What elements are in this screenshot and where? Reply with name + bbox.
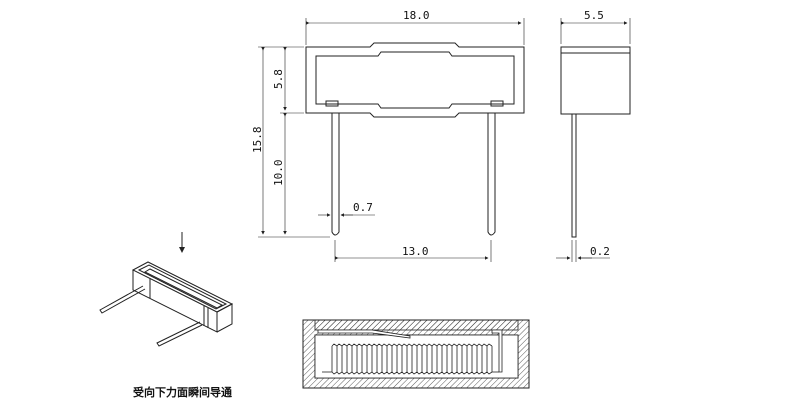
dim-heights [258,46,330,238]
side-body [560,46,631,115]
spring-coil [322,343,499,375]
front-lead-right [487,113,496,236]
dim-body-height-label: 5.8 [272,69,285,89]
dim-lead-thickness [556,240,610,262]
dim-overall-height-label: 15.8 [251,127,264,154]
side-lead [571,114,577,238]
dim-width-total-label: 18.0 [403,9,430,22]
front-view [305,42,525,236]
iso-lead-1 [99,285,146,314]
caption-text: 受向下力面瞬间导通 [133,385,232,399]
iso-lead-2 [156,321,203,347]
dim-lead-spacing-label: 13.0 [402,245,429,258]
front-lead-left [331,113,340,236]
dim-lead-thickness-label: 0.2 [590,245,610,258]
dim-lead-diameter-label: 0.7 [353,201,373,214]
dim-lead-spacing [334,240,492,262]
dim-width-total [305,18,525,45]
side-view [560,46,631,238]
section-view [302,319,530,389]
dim-depth [560,18,631,44]
front-body-outline [305,42,525,118]
isometric-view [99,232,234,347]
dim-depth-label: 5.5 [584,9,604,22]
front-body-cavity [315,51,515,109]
contact-strip [317,329,411,339]
dim-lead-length-label: 10.0 [272,160,285,187]
